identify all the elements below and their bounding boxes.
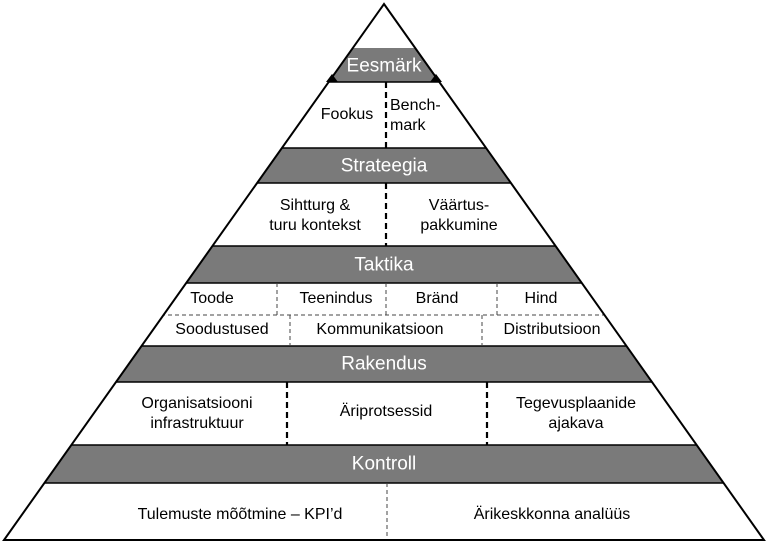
eesmark-corner-left [326,74,338,82]
taktika-row2-cell-2: Kommunikatsioon [316,321,443,338]
taktika-row1-cell-1: Toode [190,290,234,307]
taktika-row1-cell-2: Teenindus [300,290,373,307]
band-kontroll-title: Kontroll [352,454,416,475]
cell-tulemuste-mootmine: Tulemuste mõõtmine – KPI’d [138,506,343,523]
band-taktika-title: Taktika [354,255,414,276]
eesmark-corner-right [430,74,442,82]
band-strateegia-title: Strateegia [341,156,428,177]
pyramid-outline [2,2,766,541]
taktika-row2-cell-3: Distributsioon [504,321,601,338]
band-kontroll [4,445,764,483]
cell-ariprotsessid: Äriprotsessid [340,402,432,420]
cell-benchmark: Bench-mark [390,97,441,134]
taktika-row2-cell-1: Soodustused [175,321,268,338]
taktika-row1-cell-3: Bränd [416,290,459,307]
cell-vaartuspakkumine: Väärtus-pakkumine [420,197,497,234]
cell-fookus: Fookus [321,106,373,123]
band-rakendus-title: Rakendus [341,354,427,375]
band-eesmark-title: Eesmärk [347,56,422,77]
cell-sihtturg: Sihtturg &turu kontekst [269,197,361,234]
cell-arikeskkonna-analuus: Ärikeskkonna analüüs [474,505,631,523]
taktika-row1-cell-4: Hind [525,290,558,307]
